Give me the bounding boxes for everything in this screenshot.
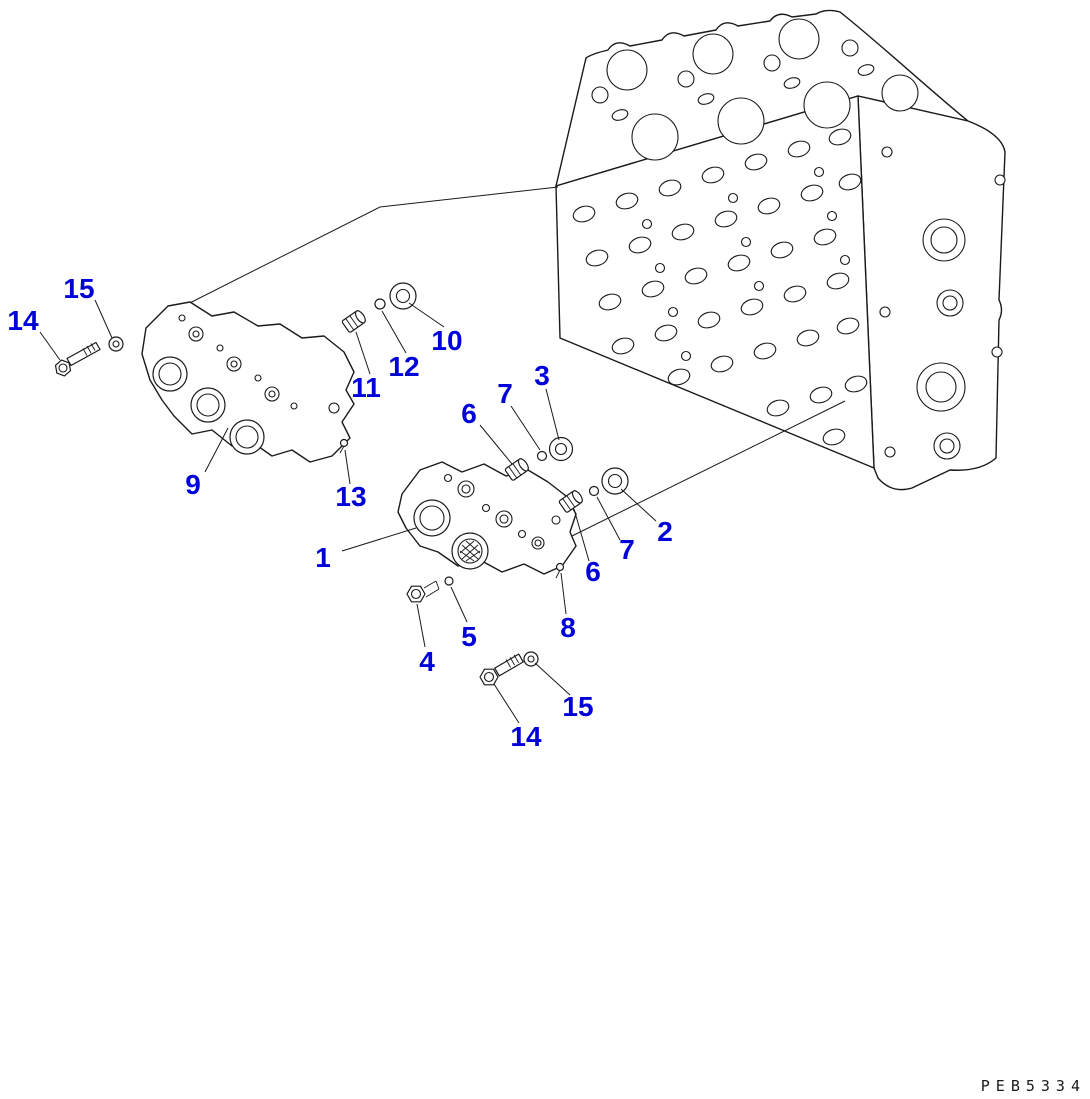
plug-11	[341, 310, 366, 333]
main-valve-block	[555, 9, 1006, 491]
manifold-block-9	[141, 301, 355, 463]
washer-15-top	[108, 336, 124, 352]
washer-15-bottom	[523, 651, 539, 667]
mounting-leader-lines	[159, 186, 846, 537]
callout-14: 14	[510, 721, 542, 752]
callout-15: 15	[562, 691, 594, 722]
callout-15: 15	[63, 273, 95, 304]
plug-6-upper	[504, 458, 529, 481]
callout-4: 4	[419, 646, 435, 677]
callout-5: 5	[461, 621, 477, 652]
callout-8: 8	[560, 612, 576, 643]
ring-2	[601, 467, 629, 495]
callout-7: 7	[619, 534, 635, 565]
callout-13: 13	[335, 481, 367, 512]
callout-3: 3	[534, 360, 550, 391]
bolt-14-bottom	[479, 653, 524, 686]
callout-7: 7	[497, 378, 513, 409]
bolt-14-top	[54, 341, 101, 377]
main-valve-top-ports	[591, 18, 919, 161]
callout-10: 10	[431, 325, 463, 356]
main-valve-front-ports	[572, 128, 868, 446]
plug-6-lower	[558, 490, 583, 513]
hex-plug-4	[406, 580, 440, 603]
screw-8	[555, 562, 565, 579]
callout-6: 6	[585, 556, 601, 587]
callout-1: 1	[315, 542, 331, 573]
ball-7-lower	[588, 485, 600, 497]
manifold-block-1	[397, 461, 577, 575]
callout-14: 14	[7, 305, 39, 336]
callout-2: 2	[657, 516, 673, 547]
screw-13	[339, 438, 349, 454]
part-code: PEB5334	[980, 1077, 1086, 1095]
callout-6: 6	[461, 398, 477, 429]
callout-11: 11	[351, 372, 381, 403]
main-valve-side-ports	[879, 146, 1006, 460]
callout-9: 9	[185, 469, 201, 500]
ball-12	[374, 298, 386, 310]
ring-10	[389, 282, 417, 310]
callout-12: 12	[388, 351, 420, 382]
knurled-spool-end	[459, 540, 481, 562]
ball-7-upper	[536, 450, 548, 462]
ball-5	[444, 576, 454, 586]
callout-leader-lines	[39, 299, 657, 724]
ring-3	[548, 436, 574, 462]
